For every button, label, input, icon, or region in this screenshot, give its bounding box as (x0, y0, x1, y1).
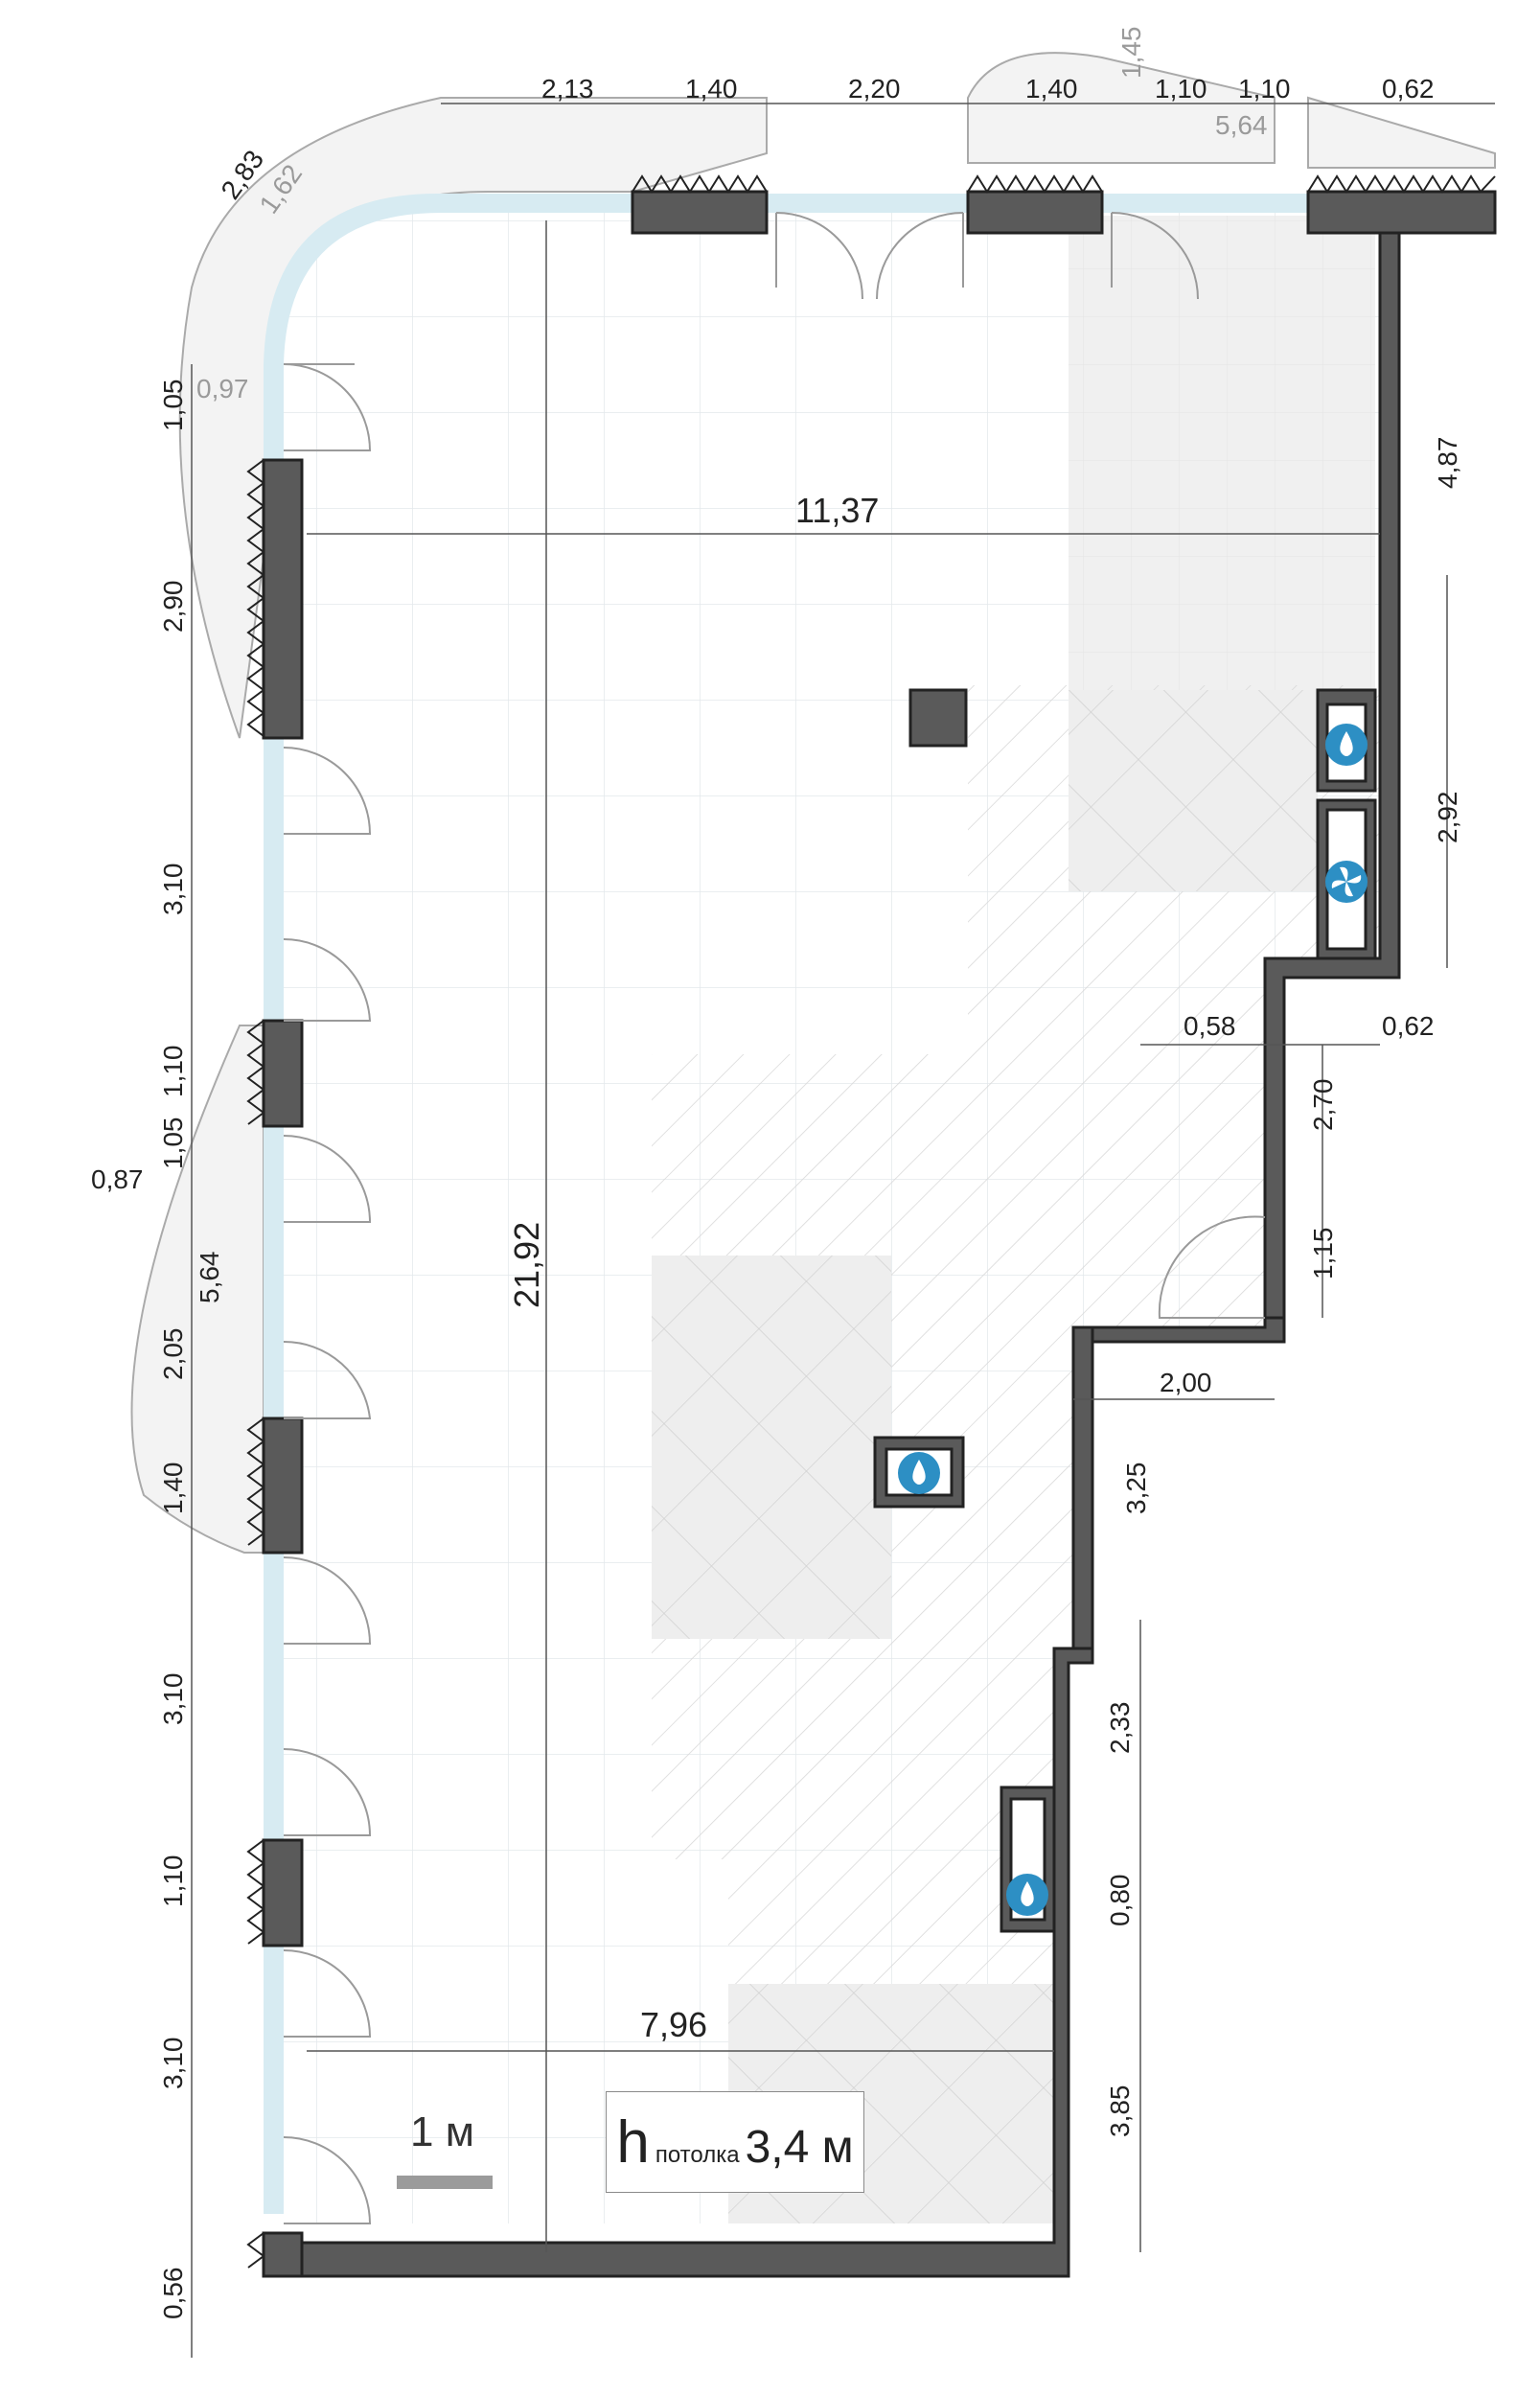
dim-left-12: 3,10 (158, 2038, 188, 2090)
water-drop-icon (1325, 724, 1368, 766)
dim-left-5: 1,05 (158, 1117, 188, 1170)
dim-left-11: 1,10 (158, 1855, 188, 1908)
dim-top-1: 2,13 (541, 74, 594, 104)
dim-left-6: 0,87 (91, 1164, 144, 1194)
dim-top-9: 5,64 (1215, 110, 1268, 140)
dim-top-5: 1,45 (1116, 27, 1146, 80)
dim-left-3: 3,10 (158, 864, 188, 916)
column (908, 688, 968, 748)
dim-interior-width: 11,37 (795, 491, 879, 530)
hatched-zone (652, 685, 1380, 2223)
ventilation-fan-icon (1325, 861, 1368, 903)
dim-right-4: 0,62 (1382, 1011, 1435, 1041)
dim-left-4: 1,10 (158, 1046, 188, 1098)
ceiling-symbol: h (616, 2109, 650, 2176)
dim-right-7: 2,00 (1160, 1368, 1212, 1397)
dim-left-2: 2,90 (158, 581, 188, 634)
dim-interior-length: 21,92 (507, 1222, 546, 1308)
facade-piers (262, 190, 1497, 2278)
water-drop-icon (898, 1452, 940, 1494)
ceiling-height-box: h потолка 3,4 м (606, 2091, 864, 2193)
dim-top-6: 1,10 (1155, 74, 1207, 104)
dim-right-9: 2,33 (1105, 1702, 1135, 1755)
water-drop-icon (1006, 1874, 1048, 1916)
terrace-outline (130, 52, 1496, 1554)
dim-top-3: 2,20 (848, 74, 901, 104)
dim-right-8: 3,25 (1121, 1463, 1151, 1515)
dim-left-1: 1,05 (158, 380, 188, 432)
dim-top-7: 1,10 (1238, 74, 1291, 104)
ceiling-label: потолка (655, 2142, 740, 2168)
dim-left-7: 5,64 (195, 1252, 224, 1304)
dim-top-2: 1,40 (685, 74, 738, 104)
doors (283, 212, 1266, 2224)
dim-right-1: 4,87 (1433, 437, 1462, 490)
dimension-lines (191, 103, 1495, 2358)
dim-left-8: 2,05 (158, 1328, 188, 1381)
dim-left-10: 3,10 (158, 1673, 188, 1726)
pier-zigzag (246, 174, 1496, 2269)
dim-right-11: 3,85 (1105, 2085, 1135, 2138)
dim-right-2: 2,92 (1433, 792, 1462, 844)
walls (262, 223, 1401, 2278)
dim-top-4: 1,40 (1025, 74, 1078, 104)
dimension-labels: 2,13 1,40 2,20 1,40 1,45 1,10 1,10 0,62 … (91, 27, 1462, 2320)
dim-left-9: 1,40 (158, 1463, 188, 1515)
dim-right-3: 0,58 (1184, 1011, 1236, 1041)
scale-label: 1 м (410, 2108, 474, 2155)
dim-left-13: 0,56 (158, 2268, 188, 2320)
dim-right-6: 1,15 (1308, 1228, 1338, 1280)
ceiling-value: 3,4 м (745, 2122, 854, 2173)
scale-bar (397, 2176, 493, 2189)
dim-right-5: 2,70 (1308, 1079, 1338, 1132)
tile-zone-1 (1069, 690, 1318, 891)
dim-top-8: 0,62 (1382, 74, 1435, 104)
dim-corner-3: 0,97 (196, 374, 249, 403)
tile-zone-2 (652, 1256, 891, 1639)
dim-right-10: 0,80 (1105, 1875, 1135, 1927)
dim-interior-bottom: 7,96 (640, 2005, 707, 2044)
